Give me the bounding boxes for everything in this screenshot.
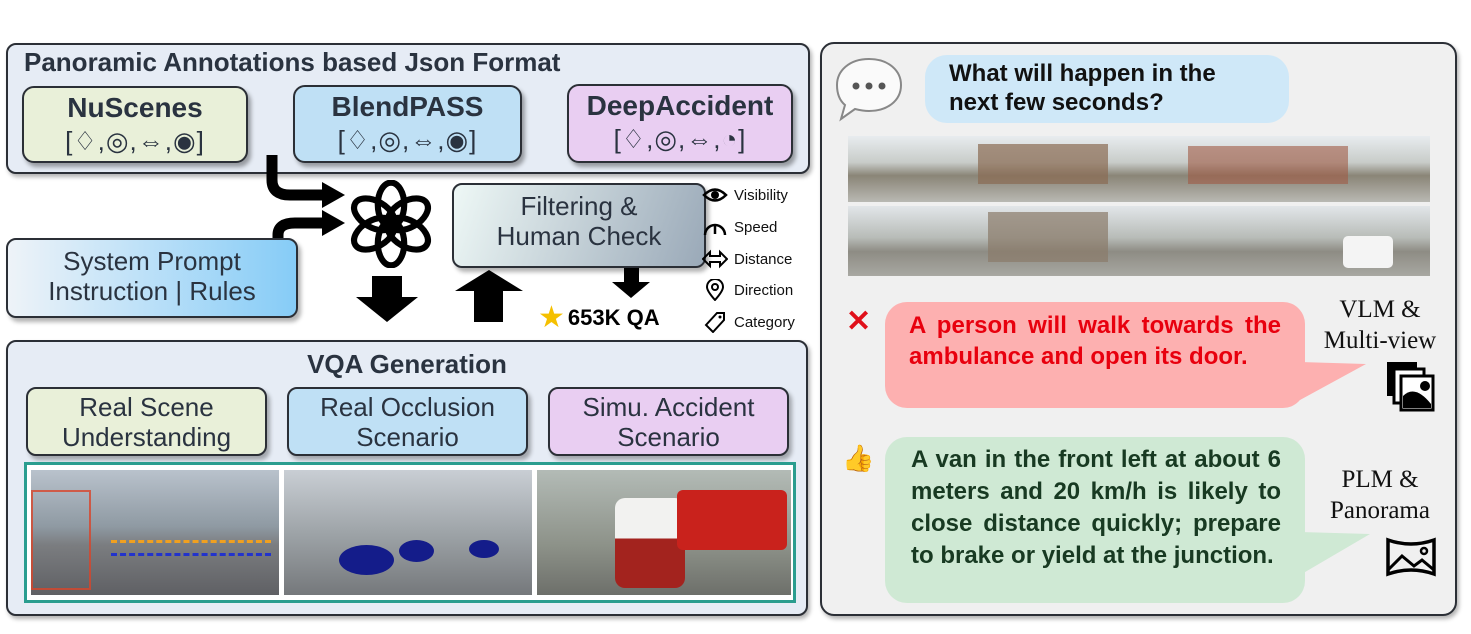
correct-answer-bubble: A van in the front left at about 6 meter… — [885, 437, 1305, 603]
vqa-title: VQA Generation — [307, 349, 507, 379]
double-arrow-icon — [702, 249, 728, 269]
eye-icon — [702, 188, 728, 202]
vlm-multiview-label: VLM & Multi-view — [1323, 296, 1437, 354]
dataset-nuscenes: NuScenes [♢,◎,⇔,◉] — [22, 86, 248, 163]
category-real-occlusion: Real Occlusion Scenario — [287, 387, 528, 456]
json-format-title: Panoramic Annotations based Json Format — [24, 47, 561, 77]
category-simu-accident: Simu. Accident Scenario — [548, 387, 789, 456]
bubble-tail — [1300, 362, 1366, 400]
small-down-arrow — [612, 268, 650, 298]
speedometer-icon — [703, 223, 727, 236]
bubble-tail — [1300, 532, 1370, 575]
panorama-image-top — [848, 136, 1430, 202]
multi-view-images-icon — [1387, 362, 1435, 412]
legend-distance: Distance — [702, 248, 792, 270]
panorama-image-bottom — [848, 206, 1430, 276]
arrowhead — [322, 182, 345, 208]
flow-arrows — [266, 155, 650, 322]
plm-panorama-label: PLM & Panorama — [1330, 466, 1430, 524]
dataset-to-llm-arrow — [266, 155, 325, 201]
tag-icon — [704, 312, 725, 333]
qa-count: ★ 653K QA — [538, 301, 660, 334]
chat-bubble-icon — [835, 57, 903, 122]
location-pin-icon — [705, 279, 725, 301]
down-arrow — [356, 276, 418, 322]
example-image-strip — [24, 462, 796, 603]
wrong-answer-bubble: A person will walk towards the ambulance… — [885, 302, 1305, 408]
filtering-human-check-box: Filtering & Human Check — [452, 183, 706, 268]
panorama-icon — [1386, 537, 1436, 577]
star-icon: ★ — [538, 301, 565, 334]
legend-visibility: Visibility — [702, 184, 788, 206]
legend-direction: Direction — [702, 279, 793, 301]
category-real-scene: Real Scene Understanding — [26, 387, 267, 456]
legend-speed: Speed — [702, 216, 777, 238]
wrong-x-icon: ✕ — [846, 305, 872, 338]
thumbs-up-icon: 👍 — [842, 443, 875, 473]
system-prompt-box: System Prompt Instruction | Rules — [6, 238, 298, 318]
question-bubble: What will happen in the next few seconds… — [925, 55, 1289, 123]
prompt-to-llm-arrow — [272, 217, 325, 260]
deepaccident-scene-image — [537, 470, 791, 595]
arrowhead — [322, 210, 345, 236]
dataset-deepaccident: DeepAccident [♢,◎,⇔,◔] — [567, 84, 793, 163]
openai-logo-icon — [350, 180, 432, 268]
blendpass-scene-image — [284, 470, 532, 595]
up-arrow — [455, 270, 523, 322]
dataset-blendpass: BlendPASS [♢,◎,⇔,◉] — [293, 85, 522, 163]
legend-category: Category — [702, 311, 795, 333]
nuscenes-scene-image — [31, 470, 279, 595]
